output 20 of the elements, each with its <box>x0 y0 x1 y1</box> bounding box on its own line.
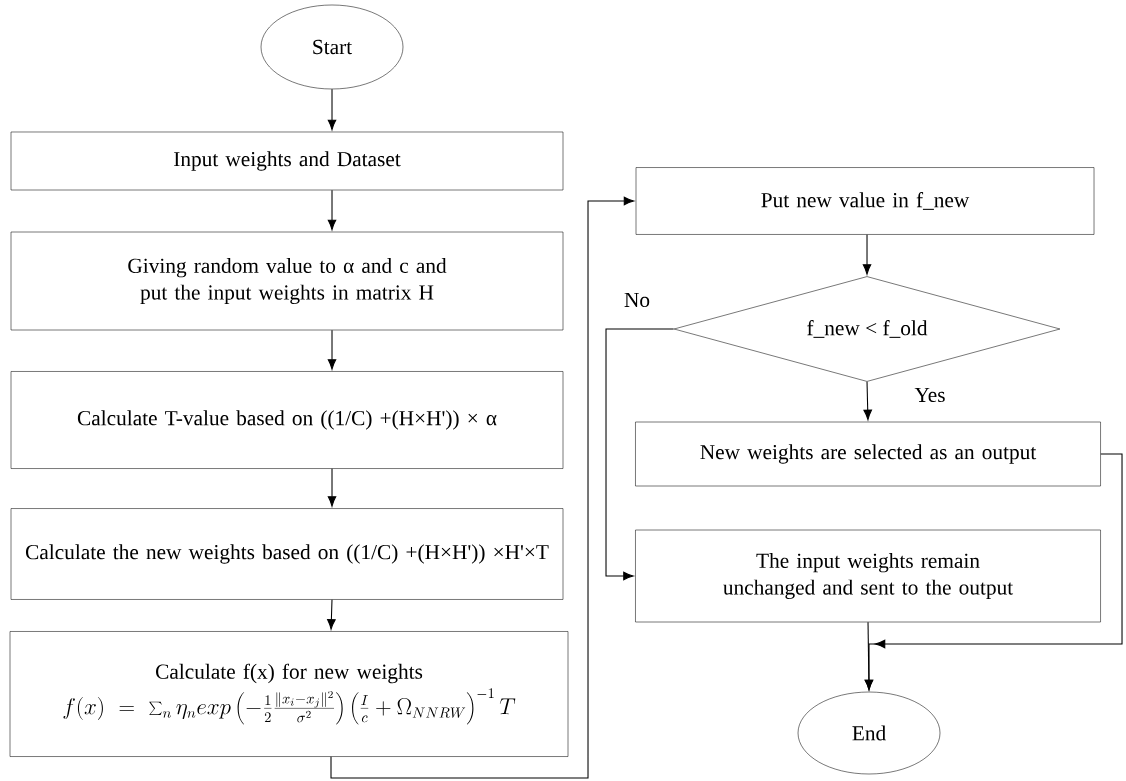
arrow <box>327 599 336 630</box>
process-box: New weights are selected as an output <box>635 421 1101 487</box>
arrow <box>327 88 337 131</box>
process-box: Giving random value to α and c and put the input weights in matrix H <box>10 231 564 331</box>
edge-label: No <box>622 291 652 309</box>
arrow <box>605 328 675 581</box>
process-box: Put new value in f_new <box>635 167 1095 235</box>
arrow <box>863 381 872 421</box>
arrow <box>327 189 337 231</box>
arrow <box>327 329 337 370</box>
arrow <box>864 621 874 691</box>
edge-label: Yes <box>913 386 947 404</box>
process-box: Input weights and Dataset <box>10 131 564 191</box>
process-box: Calculate f(x) for new weights $f(x) = \sum_n \eta_n exp\left(-\frac{1}{2}\frac{\|x_i-x_j\|^2}{\sigma^2}\right)\left(\frac{I}{c}+\Omega_{NNRW}\right)^{-1} T$ <box>9 631 569 757</box>
arrow <box>327 468 337 507</box>
process-box: The input weights remain unchanged and sent to the output <box>635 529 1101 623</box>
arrow <box>330 196 635 779</box>
process-box: Calculate the new weights based on ((1/C) +(H×H')) ×H'×T <box>10 508 564 600</box>
process-box: Calculate T-value based on ((1/C) +(H×H')) × α <box>10 371 564 469</box>
arrow <box>862 234 872 275</box>
